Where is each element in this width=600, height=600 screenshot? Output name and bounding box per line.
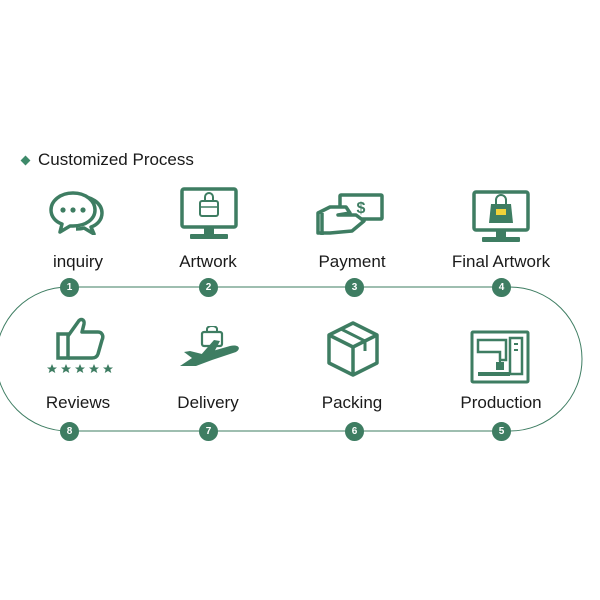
svg-text:$: $ [357,200,366,217]
box-icon [327,321,379,377]
airplane-bag-icon [180,326,239,366]
step-badge-5: 5 [492,422,511,441]
step-badge-3: 3 [345,278,364,297]
process-title-text: Customized Process [38,150,194,169]
monitor-tote-icon [472,190,530,242]
step-label-production: Production [460,393,542,412]
step-label-final-artwork: Final Artwork [451,252,551,271]
step-badge-2: 2 [199,278,218,297]
process-title: Customized Process [20,150,194,170]
machine-icon [470,330,530,384]
hand-cash-icon: $ [316,193,384,235]
step-label-payment: Payment [318,252,386,271]
step-badge-1: 1 [60,278,79,297]
step-label-delivery: Delivery [177,393,239,412]
thumbs-up-stars-icon [47,317,113,373]
step-label-artwork: Artwork [179,252,237,271]
step-label-packing: Packing [321,393,383,412]
step-badge-6: 6 [345,422,364,441]
chat-bubbles-icon [49,191,104,235]
step-badge-7: 7 [199,422,218,441]
step-badge-4: 4 [492,278,511,297]
step-label-inquiry: inquiry [52,252,104,271]
monitor-bag-icon [180,187,238,239]
step-badge-8: 8 [60,422,79,441]
step-label-reviews: Reviews [45,393,111,412]
